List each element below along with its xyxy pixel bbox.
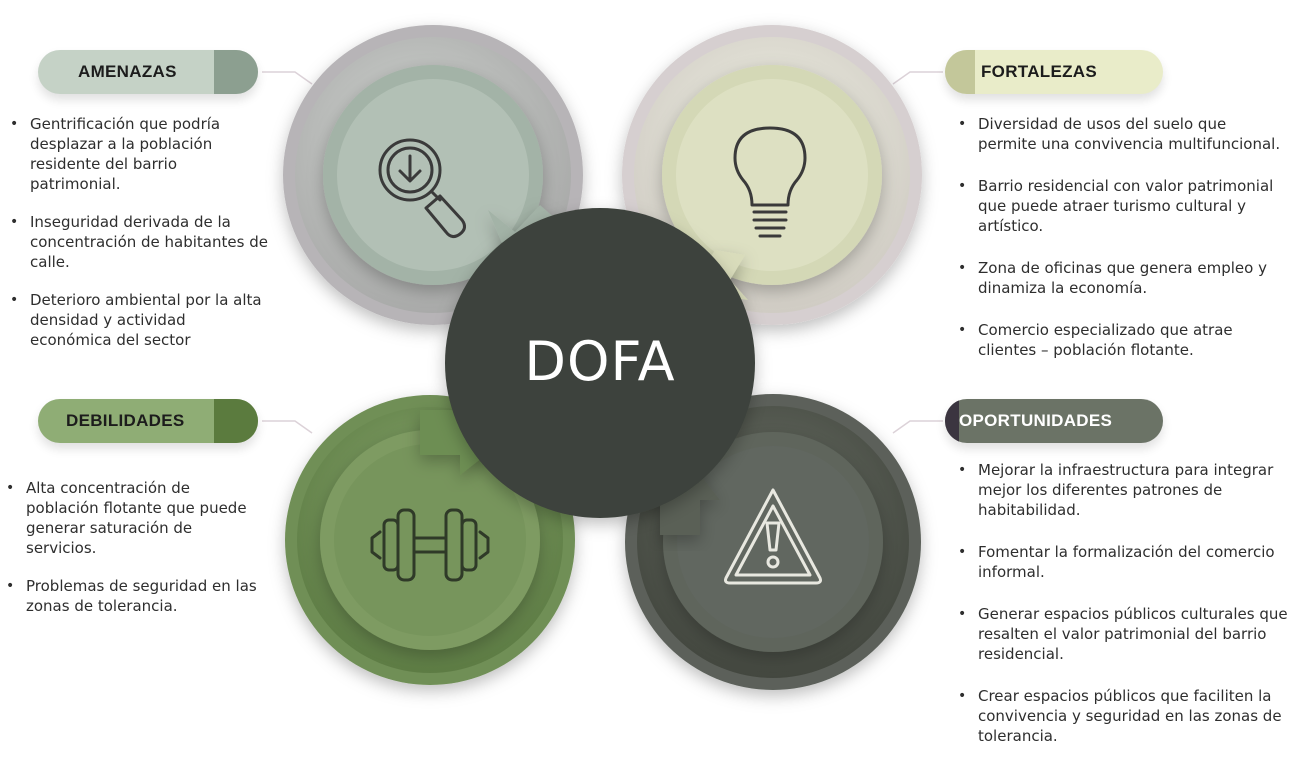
list-item: Diversidad de usos del suelo que permite… (956, 114, 1286, 154)
dofa-graphic (262, 25, 943, 690)
list-item: Gentrificación que podría desplazar a la… (8, 114, 270, 194)
list-item: Mejorar la infraestructura para integrar… (956, 460, 1290, 520)
amenazas-label-accent (214, 50, 258, 94)
fortalezas-label: FORTALEZAS (981, 62, 1098, 81)
debilidades-label: DEBILIDADES (66, 411, 185, 430)
list-item: Problemas de seguridad en las zonas de t… (4, 576, 266, 616)
list-item: Deterioro ambiental por la alta densidad… (8, 290, 270, 350)
warning-icon (724, 488, 822, 585)
list-item: Alta concentración de población flotante… (4, 478, 266, 558)
list-item: Inseguridad derivada de la concentración… (8, 212, 270, 272)
list-item: Zona de oficinas que genera empleo y din… (956, 258, 1286, 298)
list-item: Comercio especializado que atrae cliente… (956, 320, 1286, 360)
oportunidades-label-accent (945, 399, 959, 443)
list-item: Fomentar la formalización del comercio i… (956, 542, 1290, 582)
fortalezas-label-pill: FORTALEZAS (945, 50, 1163, 94)
amenazas-label: AMENAZAS (78, 62, 177, 81)
amenazas-list: Gentrificación que podría desplazar a la… (8, 114, 270, 368)
lightbulb-icon (733, 126, 807, 238)
dumbbell-icon (370, 508, 490, 582)
debilidades-label-accent (214, 399, 258, 443)
center-title: DOFA (524, 330, 676, 393)
magnifier-download-icon (378, 138, 467, 239)
oportunidades-list: Mejorar la infraestructura para integrar… (956, 460, 1290, 768)
debilidades-circle (285, 390, 575, 685)
dofa-diagram: DOFA AMENAZAS DEBILIDADES FORTALEZAS OPO… (0, 0, 1296, 751)
fortalezas-list: Diversidad de usos del suelo que permite… (956, 114, 1286, 382)
list-item: Generar espacios públicos culturales que… (956, 604, 1290, 664)
amenazas-label-pill: AMENAZAS (38, 50, 258, 94)
list-item: Crear espacios públicos que faciliten la… (956, 686, 1290, 746)
debilidades-label-pill: DEBILIDADES (38, 399, 258, 443)
connector-lines (262, 71, 943, 434)
oportunidades-label-pill: OPORTUNIDADES (945, 399, 1163, 443)
oportunidades-label: OPORTUNIDADES (959, 411, 1113, 430)
fortalezas-label-accent (945, 50, 975, 94)
center-circle (445, 208, 755, 518)
list-item: Barrio residencial con valor patrimonial… (956, 176, 1286, 236)
debilidades-list: Alta concentración de población flotante… (4, 478, 266, 634)
